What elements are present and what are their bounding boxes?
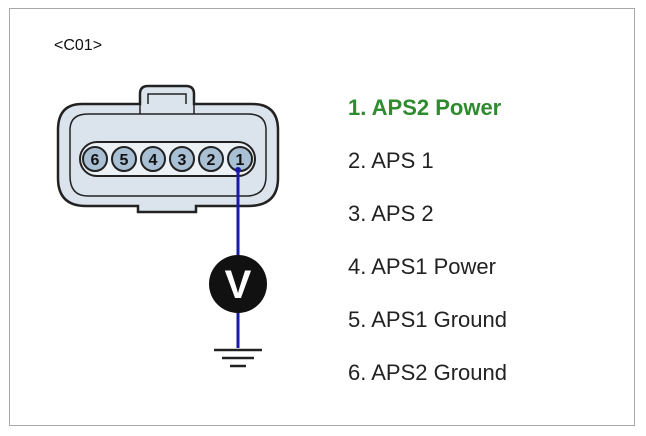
connector-pin-label-1: 1 — [236, 152, 245, 169]
connector-pin-3 — [169, 146, 195, 172]
pin-description-5: 5. APS1 Ground — [348, 307, 507, 332]
pin-group: 6 5 4 3 2 1 — [82, 146, 253, 172]
voltmeter-symbol: V — [225, 263, 252, 307]
connector-pin-5 — [111, 146, 137, 172]
connector-id-label: <C01> — [54, 37, 103, 54]
connector-pin-6 — [82, 146, 108, 172]
pin-description-3: 3. APS 2 — [348, 201, 434, 226]
pin-description-2: 2. APS 1 — [348, 148, 434, 173]
connector-pin-label-3: 3 — [178, 152, 187, 169]
connector-pin-4 — [140, 146, 166, 172]
connector-pin-2 — [198, 146, 224, 172]
connector-pin-label-6: 6 — [91, 152, 100, 169]
connector-pin-label-2: 2 — [207, 152, 216, 169]
pin-description-4: 4. APS1 Power — [348, 254, 496, 279]
ground-symbol-icon — [214, 348, 262, 368]
probe-tip-dot — [235, 167, 241, 173]
pin-description-1: 1. APS2 Power — [348, 95, 502, 120]
connector-pin-label-4: 4 — [149, 152, 158, 169]
pin-description-6: 6. APS2 Ground — [348, 360, 507, 385]
diagram-frame — [9, 8, 635, 426]
pin-description-list: 1. APS2 Power 2. APS 1 3. APS 2 4. APS1 … — [348, 88, 507, 406]
connector-pin-label-5: 5 — [120, 152, 129, 169]
voltmeter-icon: V — [209, 255, 267, 313]
